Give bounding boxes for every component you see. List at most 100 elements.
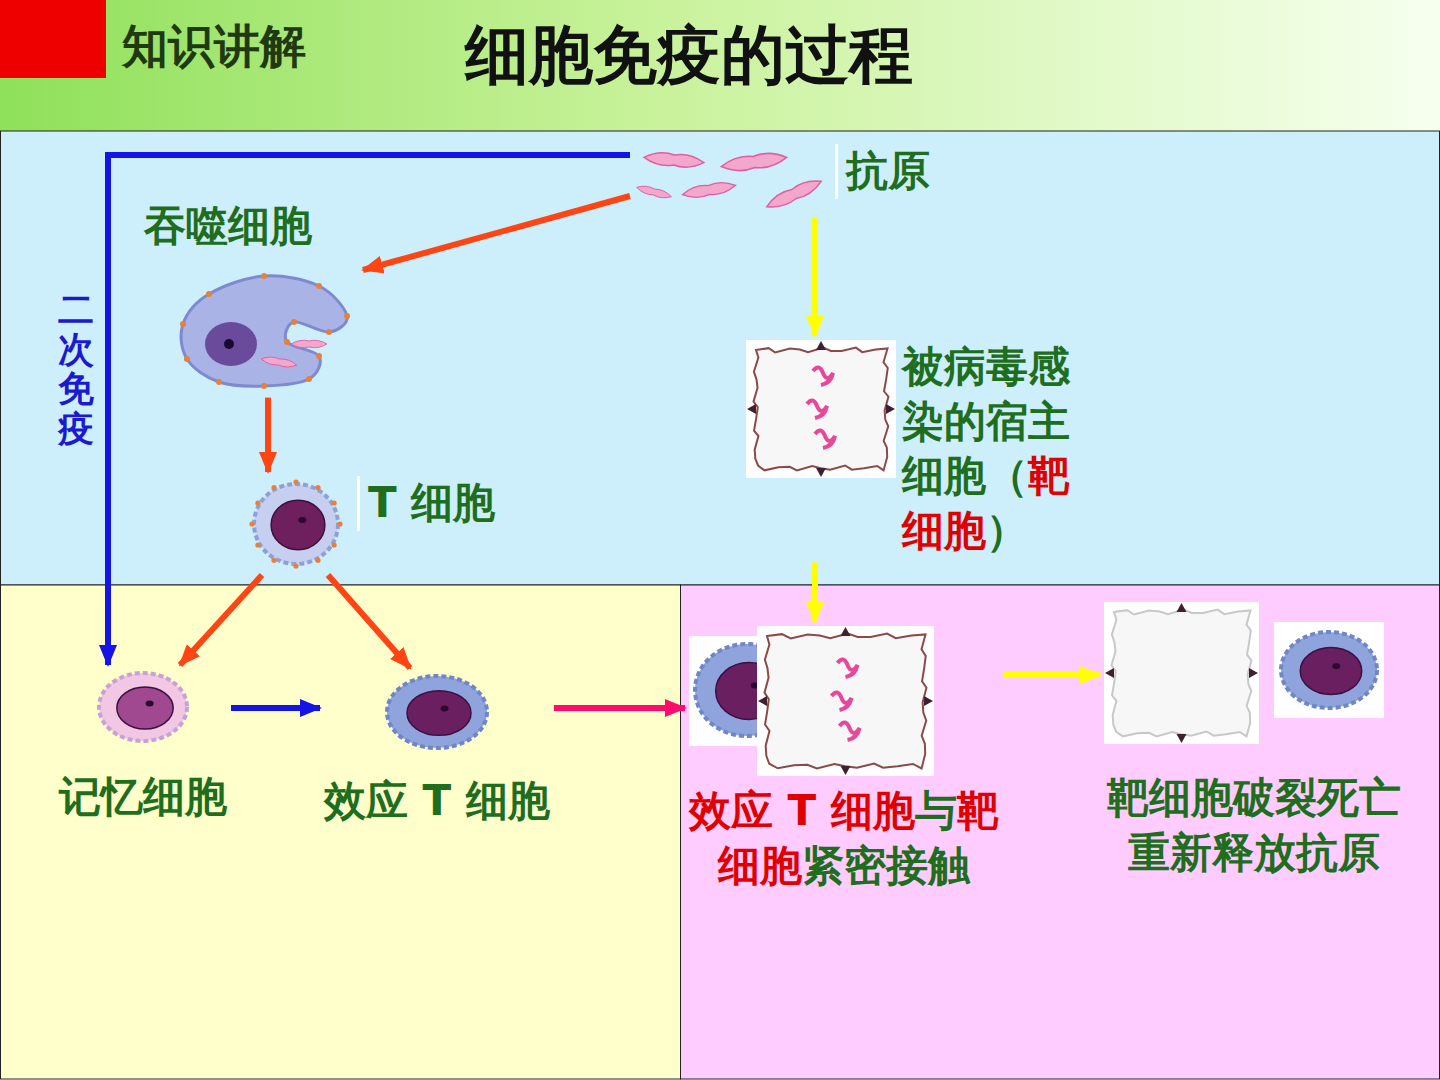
drawing-part bbox=[924, 696, 933, 706]
arrow-connector bbox=[812, 218, 818, 336]
cell-illustration bbox=[244, 476, 349, 571]
drawing-part bbox=[407, 691, 471, 736]
drawing-part bbox=[886, 404, 895, 414]
drawing-part bbox=[255, 542, 260, 547]
drawing-part bbox=[271, 558, 276, 563]
cell-label: 记忆细胞 bbox=[59, 770, 227, 825]
arrow-connector bbox=[265, 398, 271, 472]
drawing-part bbox=[293, 479, 298, 484]
cell-label: 吞噬细胞 bbox=[144, 199, 312, 254]
drawing-part bbox=[180, 321, 186, 327]
cell-node: 效应 T 细胞与靶 细胞紧密接触 bbox=[685, 622, 1003, 897]
cell-illustration bbox=[634, 144, 829, 214]
drawing-part bbox=[255, 500, 260, 505]
drawing-part bbox=[180, 273, 350, 389]
drawing-part bbox=[271, 500, 325, 550]
header-band bbox=[0, 0, 1440, 131]
drawing-part bbox=[291, 319, 297, 325]
drawing-part bbox=[746, 340, 896, 478]
cell-node: 被病毒感 染的宿主 细胞（靶 细胞） bbox=[742, 336, 1074, 562]
drawing-part bbox=[224, 339, 234, 349]
edge-label: 二次免疫 bbox=[58, 290, 94, 448]
cell-label: 抗原 bbox=[835, 144, 930, 199]
drawing-part bbox=[99, 673, 187, 741]
cell-node: T 细胞 bbox=[240, 472, 499, 575]
drawing-part bbox=[337, 521, 342, 526]
text-run: ） bbox=[986, 506, 1028, 555]
drawing-part bbox=[146, 701, 154, 707]
cell-node: 抗原 bbox=[630, 140, 934, 218]
drawing-part bbox=[216, 379, 222, 385]
cell-node: 靶细胞破裂死亡 重新释放抗原 bbox=[1100, 598, 1408, 884]
drawing-part bbox=[293, 563, 298, 568]
drawing-part bbox=[332, 500, 337, 505]
arrow-connector bbox=[363, 196, 630, 270]
drawing-part bbox=[720, 151, 787, 174]
text-run: 紧密接触 bbox=[802, 841, 970, 890]
drawing-part bbox=[117, 687, 173, 729]
drawing-part bbox=[387, 676, 487, 748]
text-run: 被病毒感 bbox=[902, 342, 1070, 391]
cell-illustration bbox=[689, 626, 934, 776]
drawing-part bbox=[1274, 622, 1384, 718]
text-run: 靶 bbox=[957, 786, 999, 835]
cell-node: 效应 T 细胞 bbox=[320, 668, 554, 833]
text-run: 重新释放抗原 bbox=[1128, 828, 1380, 877]
drawing-part bbox=[254, 484, 338, 564]
drawing-part bbox=[99, 673, 187, 741]
drawing-part bbox=[636, 151, 824, 213]
arrow-connector bbox=[1003, 672, 1100, 678]
drawing-part bbox=[832, 692, 852, 710]
cell-label: 效应 T 细胞 bbox=[324, 774, 550, 829]
drawing-part bbox=[1332, 663, 1340, 669]
drawing-part bbox=[754, 348, 889, 471]
drawing-part bbox=[1112, 610, 1252, 737]
cell-label: 被病毒感 染的宿主 细胞（靶 细胞） bbox=[902, 340, 1070, 558]
drawing-part bbox=[841, 627, 851, 636]
drawing-part bbox=[681, 180, 736, 200]
drawing-part bbox=[1249, 668, 1258, 678]
drawing-part bbox=[1104, 602, 1384, 744]
top-panel bbox=[1, 131, 1440, 585]
cell-illustration bbox=[382, 672, 492, 752]
header-mark bbox=[0, 0, 106, 78]
text-run: 细胞 bbox=[718, 841, 802, 890]
drawing-part bbox=[205, 322, 257, 366]
drawing-part bbox=[841, 766, 851, 775]
drawing-part bbox=[1104, 602, 1259, 744]
text-run: 细胞（ bbox=[902, 451, 1028, 500]
drawing-part bbox=[747, 404, 756, 414]
drawing-part bbox=[765, 634, 927, 769]
drawing-part bbox=[840, 722, 860, 740]
drawing-part bbox=[291, 340, 327, 347]
slide-title: 细胞免疫的过程 bbox=[465, 12, 913, 99]
drawing-part bbox=[440, 705, 448, 711]
drawing-part bbox=[316, 353, 322, 359]
drawing-part bbox=[315, 558, 320, 563]
cell-label: T 细胞 bbox=[357, 476, 495, 531]
drawing-part bbox=[249, 521, 254, 526]
drawing-part bbox=[1281, 632, 1377, 708]
text-run: 染的宿主 bbox=[902, 397, 1070, 446]
arrow-connector bbox=[812, 562, 818, 622]
drawing-part bbox=[644, 151, 705, 169]
drawing-part bbox=[261, 273, 267, 279]
drawing-part bbox=[261, 383, 267, 389]
cell-illustration bbox=[93, 669, 193, 744]
drawing-part bbox=[816, 341, 826, 350]
arrow-connector bbox=[180, 575, 262, 665]
drawing-part bbox=[261, 355, 298, 369]
drawing-part bbox=[298, 517, 306, 523]
text-run: 与 bbox=[915, 786, 957, 835]
drawing-part bbox=[1300, 647, 1361, 694]
cell-node: 吞噬细胞 bbox=[140, 195, 363, 398]
section-tag: 知识讲解 bbox=[122, 16, 306, 78]
left-panel bbox=[1, 585, 681, 1079]
drawing-part bbox=[344, 313, 350, 319]
drawing-part bbox=[838, 659, 858, 677]
drawing-part bbox=[387, 676, 487, 748]
right-panel bbox=[681, 585, 1440, 1079]
arrow-connector bbox=[108, 155, 630, 665]
